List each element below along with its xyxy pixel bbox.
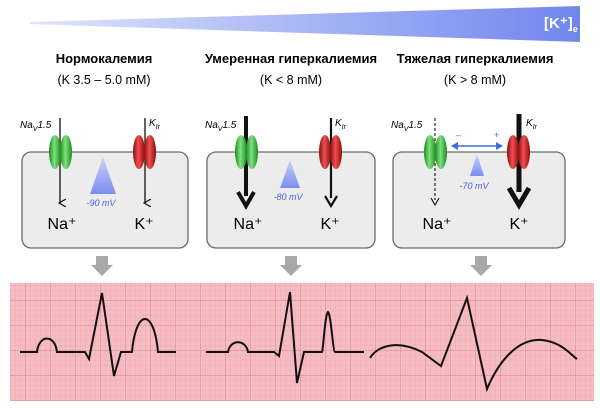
membrane-potential-triangle — [90, 157, 116, 194]
k-ion-label: K⁺ — [509, 216, 528, 233]
kir-channel-red — [319, 135, 331, 169]
ecg-grid — [10, 283, 594, 401]
down-arrow-icon — [91, 256, 113, 276]
membrane-potential-triangle — [470, 154, 484, 176]
na-ion-label: Na⁺ — [48, 216, 77, 233]
k-current-arrowhead — [324, 195, 338, 209]
nav-channel-green — [424, 135, 436, 169]
panel-title: Умеренная гиперкалиемия — [205, 51, 377, 66]
kir-channel-red — [144, 135, 156, 169]
plus-sign: + — [494, 130, 499, 140]
na-current-arrowhead — [236, 191, 256, 211]
k-ion-label: K⁺ — [134, 216, 153, 233]
k-current-arrowhead — [506, 186, 532, 210]
kir-channel-label: KIr — [335, 118, 347, 131]
membrane-potential-value: -90 mV — [86, 198, 116, 208]
ecg-trace-moderate-hyperkalemia — [206, 291, 364, 384]
ecg-strip — [10, 283, 594, 401]
kir-channel-label: KIr — [149, 118, 161, 131]
cell-membrane — [206, 151, 376, 249]
panel-subtitle: (K < 8 mM) — [260, 73, 322, 87]
concentration-label: [K⁺]e — [544, 15, 578, 34]
na-current-arrowhead — [430, 197, 440, 207]
membrane-potential-value: -80 mV — [273, 192, 303, 202]
panel-moderate-hyperkalemia: Умеренная гиперкалиемия (K < 8 mM) NaV1.… — [205, 51, 377, 276]
ecg-trace-normokalemia — [20, 292, 176, 377]
panel-title: Нормокалемия — [56, 51, 153, 66]
nav-channel-label: NaV1.5 — [205, 120, 237, 133]
ecg-trace-severe-hyperkalemia — [369, 294, 578, 393]
nav-channel-green — [60, 135, 72, 169]
na-ion-label: Na⁺ — [234, 216, 263, 233]
panel-normokalemia: Нормокалемия (K 3.5 – 5.0 mM) NaV1.5 KIr… — [20, 51, 189, 276]
kir-channel-red — [330, 135, 342, 169]
panel-subtitle: (K > 8 mM) — [444, 73, 506, 87]
minus-sign: – — [456, 130, 461, 140]
panel-subtitle: (K 3.5 – 5.0 mM) — [57, 73, 150, 87]
nav-channel-green — [49, 135, 61, 169]
kir-channel-label: KIr — [526, 118, 538, 131]
nav-channel-label: NaV1.5 — [20, 120, 52, 133]
membrane-potential-triangle — [280, 160, 300, 188]
cell-membrane — [392, 151, 566, 249]
panel-title: Тяжелая гиперкалиемия — [397, 51, 554, 66]
nav-channel-green — [435, 135, 447, 169]
nav-channel-green — [246, 135, 258, 169]
down-arrow-icon — [470, 256, 492, 276]
cell-membrane — [21, 151, 189, 249]
kir-channel-red — [518, 135, 530, 169]
concentration-gradient-wedge — [30, 6, 580, 42]
na-ion-label: Na⁺ — [423, 216, 452, 233]
membrane-potential-value: -70 mV — [459, 181, 489, 191]
kir-channel-red — [133, 135, 145, 169]
nav-channel-green — [235, 135, 247, 169]
panel-severe-hyperkalemia: Тяжелая гиперкалиемия (K > 8 mM) NaV1.5 … — [391, 51, 566, 276]
down-arrow-icon — [280, 256, 302, 276]
nav-channel-label: NaV1.5 — [391, 120, 423, 133]
kir-channel-red — [507, 135, 519, 169]
k-ion-label: K⁺ — [320, 216, 339, 233]
